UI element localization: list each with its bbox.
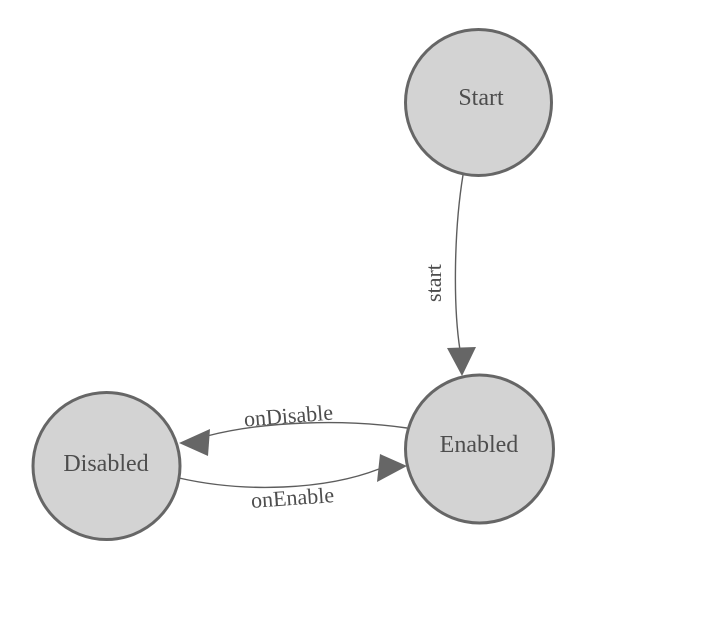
edge-label-onenable: onEnable <box>250 482 335 513</box>
state-label-enabled: Enabled <box>440 432 519 458</box>
state-node-disabled: Disabled <box>31 391 182 541</box>
state-circle-start <box>404 28 553 177</box>
edge-line-ondisable <box>206 421 408 437</box>
state-circle-disabled <box>31 391 182 541</box>
edge-line-start <box>454 174 464 351</box>
edge-enabled-to-disabled: onDisable <box>179 400 408 456</box>
arrowhead-into-disabled-icon <box>179 429 210 456</box>
edge-label-start: start <box>421 264 446 302</box>
state-node-start: Start <box>404 28 553 177</box>
state-circle-enabled <box>404 373 555 525</box>
edge-line-onenable <box>178 468 380 489</box>
arrowhead-into-enabled-top-icon <box>447 347 476 376</box>
state-label-start: Start <box>458 85 504 111</box>
edge-start-to-enabled: start <box>421 174 476 376</box>
edge-disabled-to-enabled: onEnable <box>178 454 407 513</box>
edge-label-ondisable: onDisable <box>243 400 334 432</box>
state-node-enabled: Enabled <box>404 373 555 525</box>
state-label-disabled: Disabled <box>63 451 148 477</box>
arrowhead-into-enabled-left-icon <box>377 454 407 482</box>
